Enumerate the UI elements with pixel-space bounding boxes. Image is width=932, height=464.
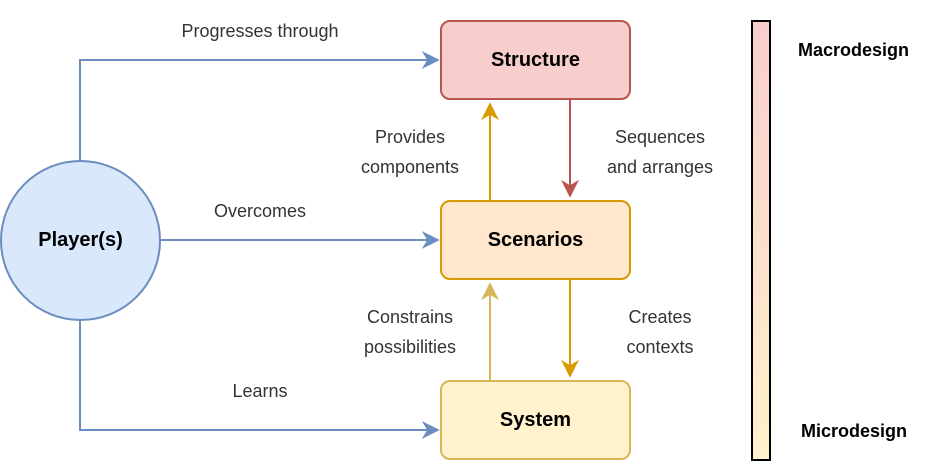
edge-progresses-through (79, 51, 440, 160)
label-constrains-possibilities: Constrains possibilities (363, 307, 457, 357)
scenarios-node: Scenarios (440, 200, 631, 280)
structure-node: Structure (440, 20, 631, 100)
system-node: System (440, 380, 631, 460)
scenarios-label: Scenarios (487, 228, 584, 251)
label-overcomes: Overcomes (213, 201, 307, 221)
label-creates-contexts: Creates contexts (626, 307, 694, 357)
structure-label: Structure (491, 48, 580, 71)
microdesign-label: Microdesign (801, 421, 908, 441)
system-label: System (499, 408, 572, 431)
label-sequences-and-arranges: Sequences and arranges (606, 127, 714, 177)
players-label: Player(s) (38, 229, 123, 251)
label-learns: Learns (232, 381, 288, 401)
players-node: Player(s) (0, 160, 161, 321)
label-provides-components: Provides components (360, 127, 460, 177)
macrodesign-label: Macrodesign (798, 40, 910, 60)
edge-learns (79, 320, 440, 439)
label-progresses-through: Progresses through (181, 21, 339, 41)
design-scale-fill (752, 21, 770, 460)
design-scale-bar (751, 20, 771, 461)
